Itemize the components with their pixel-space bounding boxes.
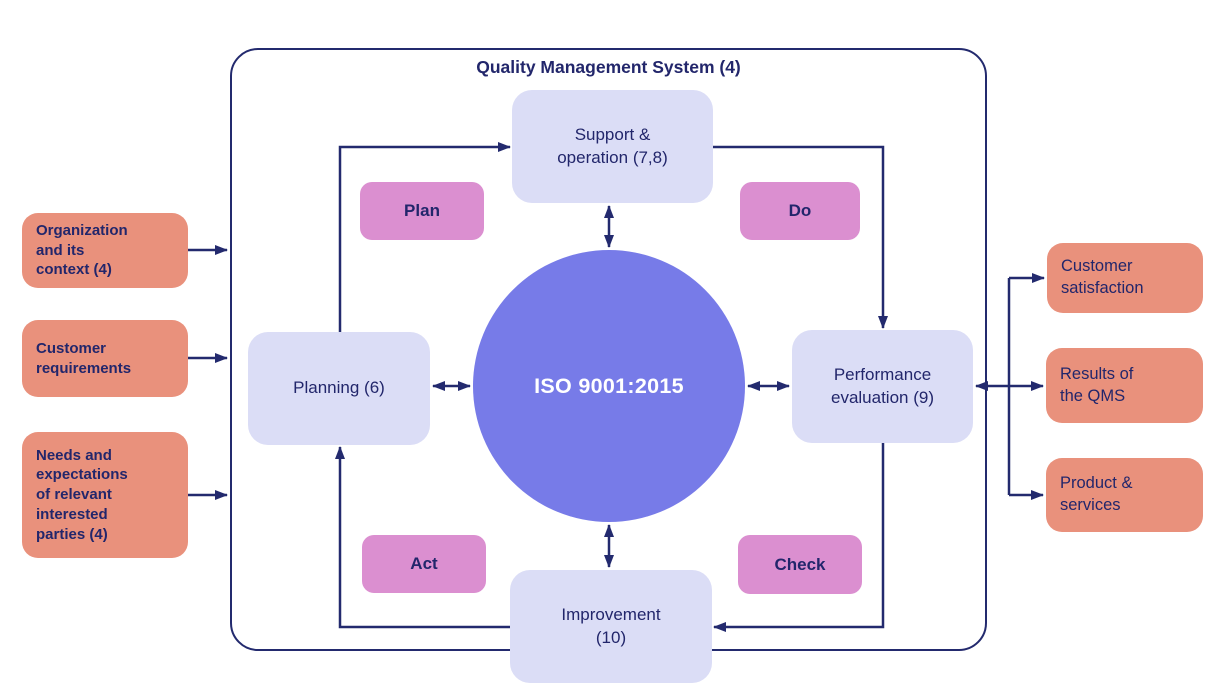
output-box-product-services: Product & services — [1046, 458, 1203, 532]
iso-9001-2015-circle: ISO 9001:2015 — [473, 250, 745, 522]
pdca-check-badge: Check — [738, 535, 862, 594]
box-support-operation: Support & operation (7,8) — [512, 90, 713, 203]
input-box-customer-requirements: Customer requirements — [22, 320, 188, 397]
arrow-planning-to-support-operation — [338, 142, 511, 333]
box-performance-evaluation: Performance evaluation (9) — [792, 330, 973, 443]
diagram-title: Quality Management System (4) — [476, 57, 741, 77]
pdca-do-badge: Do — [740, 182, 860, 240]
pdca-act-badge: Act — [362, 535, 486, 593]
input-box-needs-expectations: Needs and expectations of relevant inter… — [22, 432, 188, 558]
arrow-improvement-to-planning — [335, 446, 510, 629]
arrow-performance-to-improvement — [713, 443, 885, 632]
arrow-support-operation-to-performance — [713, 145, 888, 329]
box-planning: Planning (6) — [248, 332, 430, 445]
pdca-plan-badge: Plan — [360, 182, 484, 240]
output-box-results-qms: Results of the QMS — [1046, 348, 1203, 423]
input-box-organization-context: Organization and its context (4) — [22, 213, 188, 288]
output-box-customer-satisfaction: Customer satisfaction — [1047, 243, 1203, 313]
box-improvement: Improvement (10) — [510, 570, 712, 683]
